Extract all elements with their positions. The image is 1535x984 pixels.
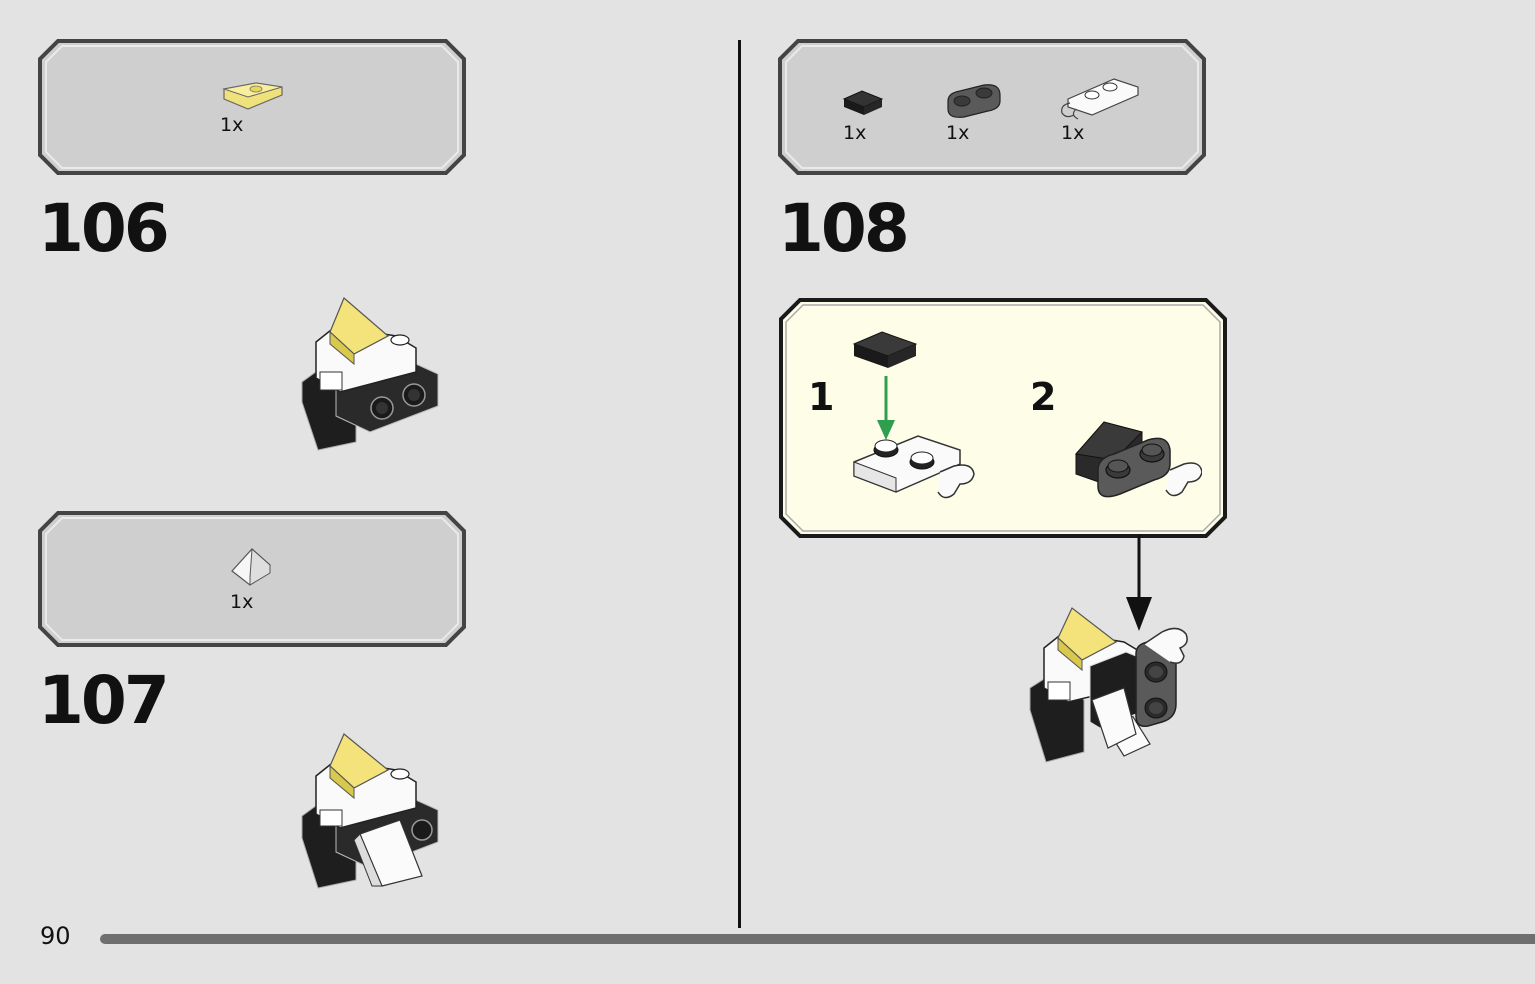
step-108-model-illustration [1029, 607, 1188, 763]
sub-step-number-2: 2 [1030, 375, 1057, 419]
step-106-model-illustration [301, 297, 439, 451]
white-slope-tile-icon [231, 547, 271, 586]
attach-arrow [1126, 535, 1152, 631]
step-number-108: 108 [778, 190, 910, 267]
dark-gray-round-plate-1x2-icon [947, 84, 1001, 118]
page-number: 90 [40, 922, 71, 950]
parts-callout-107: 1x [38, 511, 466, 647]
black-tile-1x1-icon [842, 90, 884, 115]
step-number-106: 106 [38, 190, 170, 267]
part-qty: 1x [220, 114, 244, 136]
sub-step-2-illustration [1075, 421, 1202, 498]
parts-callout-106: 1x [38, 39, 466, 175]
page-divider [738, 40, 741, 928]
step-number-107: 107 [38, 662, 170, 739]
sub-step-number-1: 1 [808, 375, 835, 419]
progress-bar [100, 934, 1535, 944]
part-qty: 1x [230, 591, 254, 613]
part-qty: 1x [843, 122, 867, 144]
sub-step-1-illustration [852, 331, 975, 499]
white-plate-clip-icon [1061, 78, 1139, 120]
step-107-model-illustration [301, 733, 439, 889]
trans-yellow-wedge-plate-icon [222, 82, 283, 110]
part-qty: 1x [1061, 122, 1085, 144]
part-qty: 1x [946, 122, 970, 144]
parts-callout-108: 1x 1x 1x [778, 39, 1206, 175]
